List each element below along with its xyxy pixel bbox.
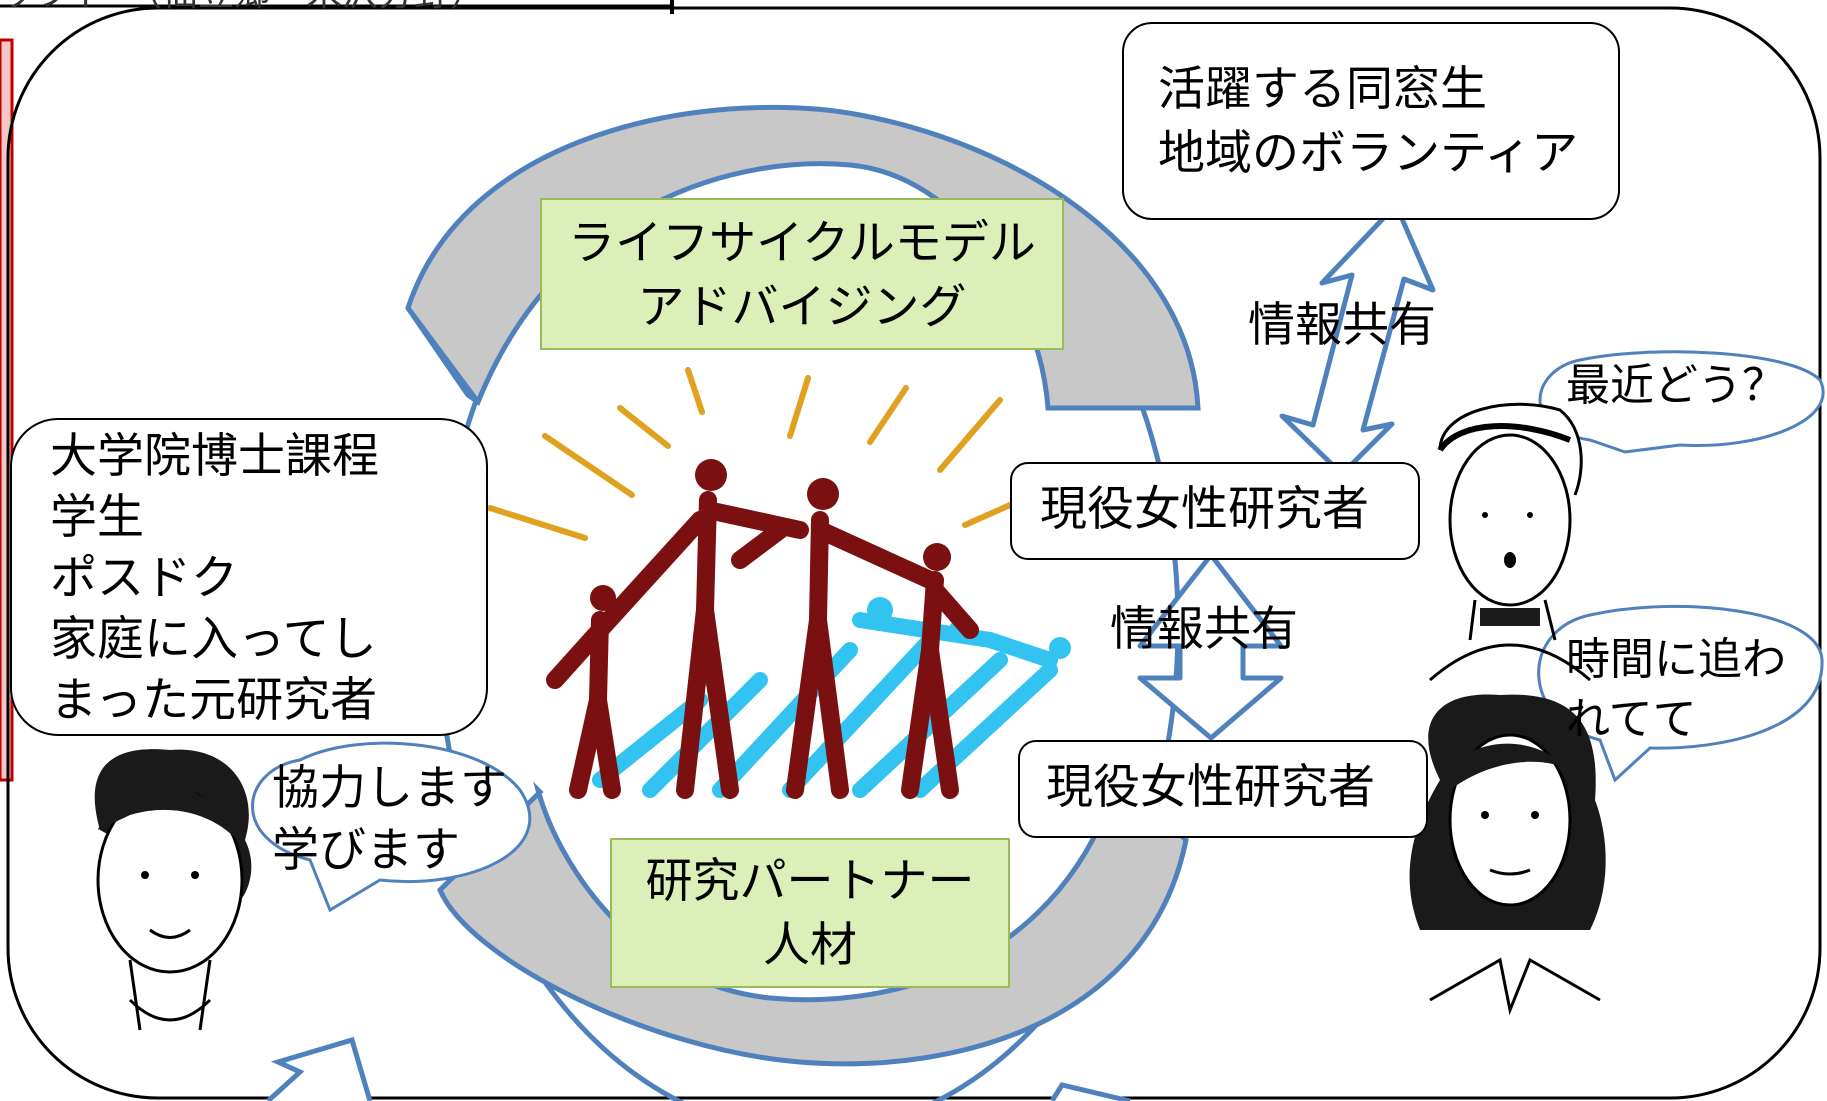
bottom-left-arrow: [266, 1036, 373, 1101]
bubble-how-are-you: [1538, 350, 1825, 454]
lifecycle-line-1: ライフサイクルモデル: [568, 216, 1036, 271]
info-share-lower: 情報共有: [1110, 602, 1298, 657]
alumni-box: 活躍する同窓生 地域のボランティア: [1122, 22, 1620, 220]
alumni-line-2: 地域のボランティア: [1158, 126, 1579, 181]
researcher-top-label: 現役女性研究者: [1040, 482, 1369, 537]
bubble-busy-text: 時間に追わ れてて: [1566, 630, 1786, 750]
bubble-cooperate-text: 協力します 学びます: [272, 758, 507, 882]
bottom-right-arrow: [1049, 1082, 1131, 1101]
woman-top-right-illustration: [1429, 402, 1591, 682]
students-line-4: 家庭に入ってし: [50, 612, 377, 667]
upper-cycle-arrow: [405, 104, 1201, 411]
busy-line-1: 時間に追わ: [1566, 634, 1786, 685]
researcher-bottom-label: 現役女性研究者: [1046, 760, 1375, 815]
researcher-top-box: 現役女性研究者: [1010, 462, 1420, 560]
header-fragment-text: ップト・（仙豆郷・米沢分野）: [0, 0, 486, 24]
bubble-how-are-you-text: 最近どう？: [1566, 360, 1786, 411]
bubble-cooperate: [251, 741, 532, 913]
upper-arrow-head: [405, 306, 481, 404]
busy-line-2: れてて: [1566, 694, 1697, 745]
woman-bottom-right-illustration: [1409, 694, 1606, 1016]
partner-line-2: 人材: [763, 918, 857, 973]
bubble-busy: [1537, 604, 1824, 783]
students-line-2: 学生: [50, 490, 144, 545]
people-dark-group: [546, 491, 979, 799]
lifecycle-model-box: ライフサイクルモデル アドバイジング: [540, 198, 1064, 350]
info-share-upper: 情報共有: [1248, 298, 1436, 353]
burst-rays: [487, 367, 1013, 541]
partner-line-1: 研究パートナー: [645, 854, 975, 909]
alumni-line-1: 活躍する同窓生: [1158, 62, 1487, 117]
cooperate-line-1: 協力します: [272, 761, 507, 816]
people-dark-heads: [590, 459, 951, 611]
students-line-5: まった元研究者: [50, 673, 378, 728]
vertical-double-arrow: [1137, 552, 1284, 741]
lifecycle-line-2: アドバイジング: [637, 280, 967, 335]
woman-left-illustration: [94, 749, 252, 1031]
students-box: 大学院博士課程 学生 ポスドク 家庭に入ってし まった元研究者: [10, 418, 488, 736]
researcher-bottom-box: 現役女性研究者: [1018, 740, 1428, 838]
outer-frame: [6, 6, 1822, 1100]
cooperate-line-2: 学びます: [272, 823, 460, 878]
speech-bubbles: [251, 350, 1825, 913]
research-partner-box: 研究パートナー 人材: [610, 838, 1010, 988]
students-line-1: 大学院博士課程: [50, 429, 379, 484]
students-line-3: ポスドク: [50, 551, 238, 606]
